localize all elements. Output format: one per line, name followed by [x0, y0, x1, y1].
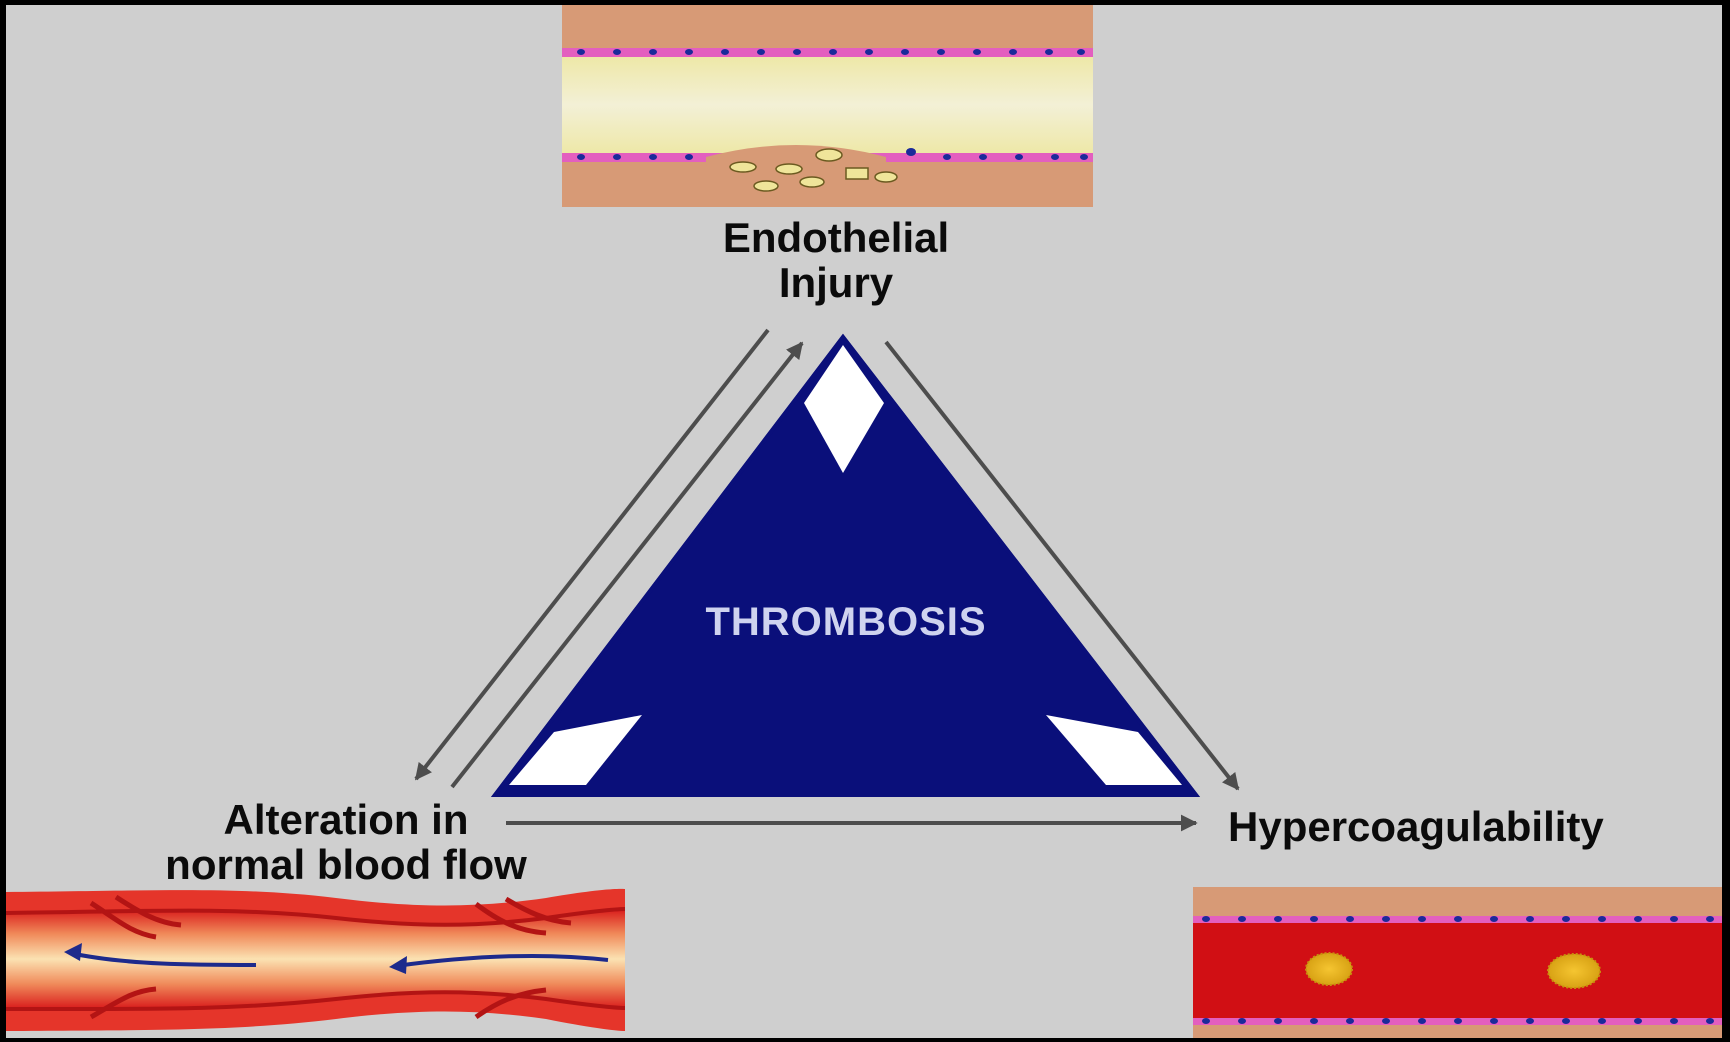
label-thrombosis: THROMBOSIS	[646, 600, 1046, 645]
endothelial-injury-vessel-image	[562, 5, 1093, 207]
label-endothelial-injury-line-2: Injury	[566, 260, 1106, 305]
label-blood-flow-line-1: Alteration in	[46, 797, 646, 842]
hypercoagulable-vessel-image	[1193, 887, 1722, 1038]
clot-2	[1548, 954, 1600, 988]
blood-flow-vessel-image	[6, 889, 625, 1031]
label-hypercoagulability: Hypercoagulability	[1228, 804, 1604, 849]
clot-1	[1306, 953, 1352, 985]
label-blood-flow-alteration: Alteration in normal blood flow	[46, 797, 646, 888]
label-endothelial-injury: Endothelial Injury	[566, 215, 1106, 306]
label-hypercoagulability-line-1: Hypercoagulability	[1228, 804, 1604, 849]
thrombosis-triangle	[495, 337, 1196, 795]
diagram-panel: Endothelial Injury Alteration in normal …	[6, 5, 1722, 1038]
label-blood-flow-line-2: normal blood flow	[46, 842, 646, 887]
label-endothelial-injury-line-1: Endothelial	[566, 215, 1106, 260]
